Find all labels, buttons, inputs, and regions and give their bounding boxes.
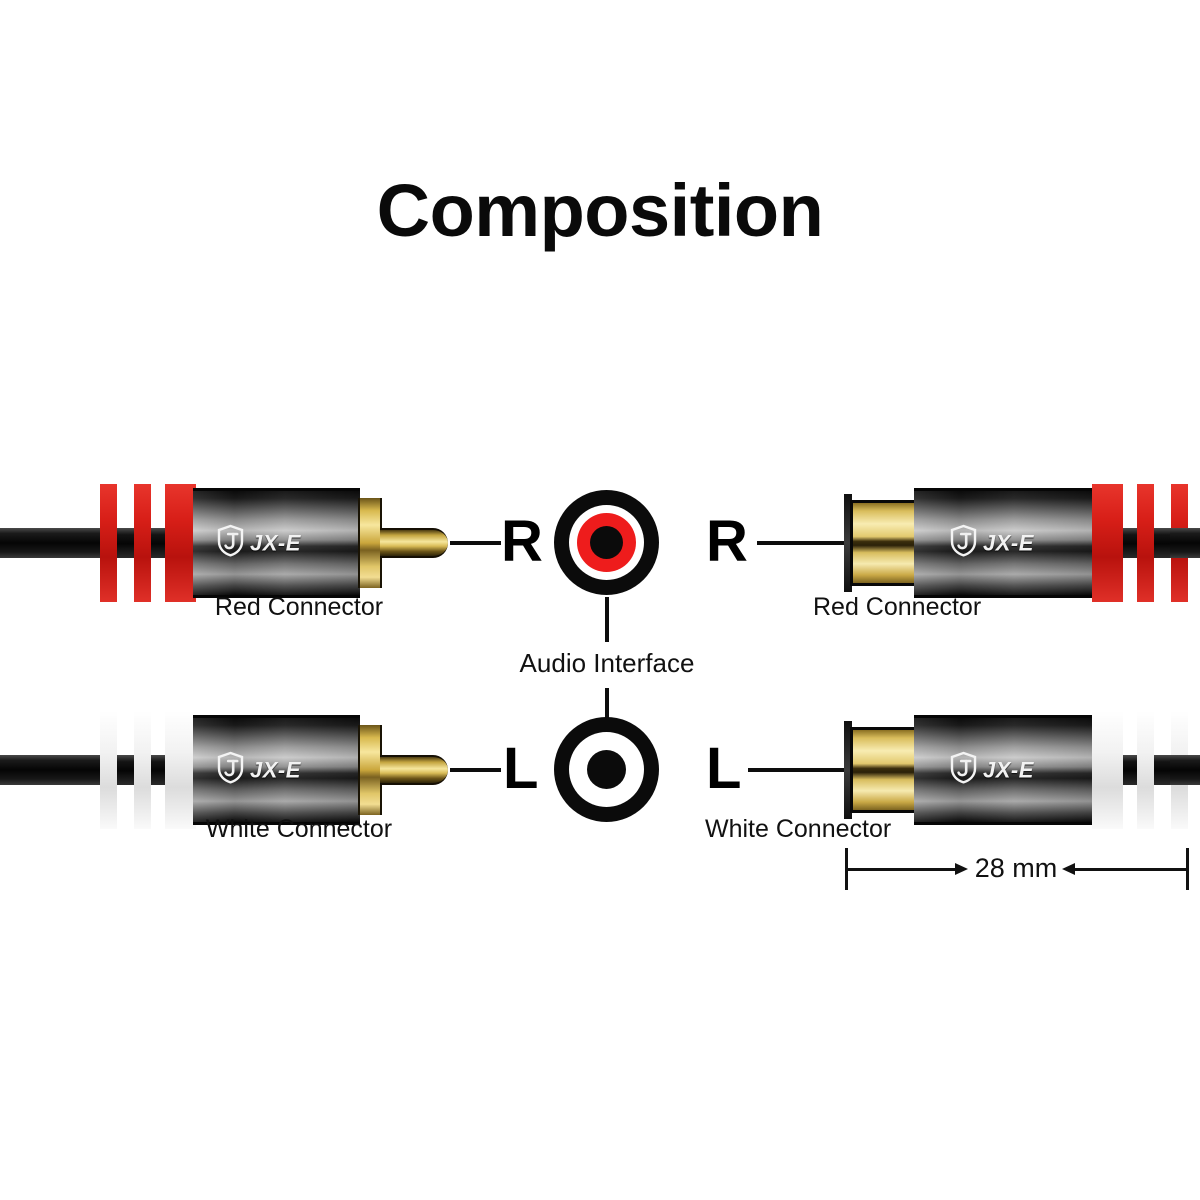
boot-gap-cable: [1123, 755, 1137, 785]
metal-barrel: JX-E: [193, 715, 360, 825]
brand-name: JX-E: [983, 757, 1034, 782]
brand-logo: JX-E: [950, 751, 1034, 789]
brand-name: JX-E: [250, 757, 301, 782]
dimension-tick-right: [1186, 848, 1189, 890]
interface-link-upper: [605, 597, 609, 642]
dimension-arrow-right: [1062, 863, 1075, 875]
channel-letter-right-left: L: [706, 736, 742, 801]
socket-sleeve: [850, 727, 918, 813]
metal-barrel: JX-E: [914, 715, 1096, 825]
boot-gap-cable: [1154, 528, 1171, 558]
caption-left-white: White Connector: [205, 815, 393, 843]
lead-line-left-red: [450, 541, 501, 545]
boot-fin: [100, 711, 117, 829]
plug-pin-shaft: [380, 755, 448, 785]
boot-fin: [134, 711, 151, 829]
brand-logo: JX-E: [217, 524, 301, 562]
strain-relief-white: [100, 711, 196, 829]
boot-body: [165, 711, 196, 829]
socket-lip: [844, 494, 852, 592]
boot-body: [1092, 484, 1123, 602]
lead-line-left-white: [450, 768, 501, 772]
shield-icon: [950, 751, 977, 789]
caption-left-red: Red Connector: [214, 593, 384, 621]
jack-center-contact: [587, 750, 626, 789]
connector-right-red-female: JX-E: [840, 484, 1200, 602]
page-title: Composition: [376, 169, 824, 252]
socket-lip: [844, 721, 852, 819]
rca-jack-right[interactable]: [554, 490, 659, 595]
connector-left-white-male: JX-E: [0, 711, 448, 829]
boot-gap-cable: [1154, 755, 1171, 785]
audio-interface-label: Audio Interface: [519, 648, 695, 678]
metal-barrel: JX-E: [914, 488, 1096, 598]
dimension-bar-left: [847, 868, 961, 871]
boot-fin: [1137, 484, 1154, 602]
channel-letter-right-right: R: [706, 509, 748, 574]
boot-gap-cable: [151, 528, 165, 558]
interface-link-lower: [605, 688, 609, 732]
plug-pin-shaft: [380, 528, 448, 558]
plug-pin-collar: [358, 498, 382, 588]
lead-line-right-white: [748, 768, 844, 772]
cable: [0, 528, 118, 558]
shield-icon: [217, 751, 244, 789]
caption-right-white: White Connector: [705, 815, 892, 843]
dimension-bar-right: [1075, 868, 1187, 871]
boot-body: [165, 484, 196, 602]
boot-fin: [134, 484, 151, 602]
boot-fin: [1137, 711, 1154, 829]
connector-right-white-female: JX-E: [840, 711, 1200, 829]
channel-letter-left-left: L: [503, 736, 539, 801]
rca-jack-left[interactable]: [554, 717, 659, 822]
cable: [1170, 755, 1200, 785]
connector-left-red-male: JX-E: [0, 484, 448, 602]
dimension-label: 28 mm: [974, 853, 1058, 883]
boot-gap-cable: [1123, 528, 1137, 558]
caption-right-red: Red Connector: [813, 593, 982, 621]
shield-icon: [950, 524, 977, 562]
shield-icon: [217, 524, 244, 562]
lead-line-right-red: [757, 541, 844, 545]
cable: [1170, 528, 1200, 558]
boot-body: [1092, 711, 1123, 829]
brand-logo: JX-E: [950, 524, 1034, 562]
metal-barrel: JX-E: [193, 488, 360, 598]
cable: [0, 755, 118, 785]
boot-gap-cable: [117, 755, 134, 785]
channel-letter-left-right: R: [501, 509, 543, 574]
boot-fin: [100, 484, 117, 602]
boot-gap-cable: [151, 755, 165, 785]
boot-gap-cable: [117, 528, 134, 558]
dimension-arrow-left: [955, 863, 968, 875]
brand-logo: JX-E: [217, 751, 301, 789]
brand-name: JX-E: [250, 530, 301, 555]
dimension-tick-left: [845, 848, 848, 890]
strain-relief-red: [100, 484, 196, 602]
brand-name: JX-E: [983, 530, 1034, 555]
jack-center-contact: [590, 526, 623, 559]
